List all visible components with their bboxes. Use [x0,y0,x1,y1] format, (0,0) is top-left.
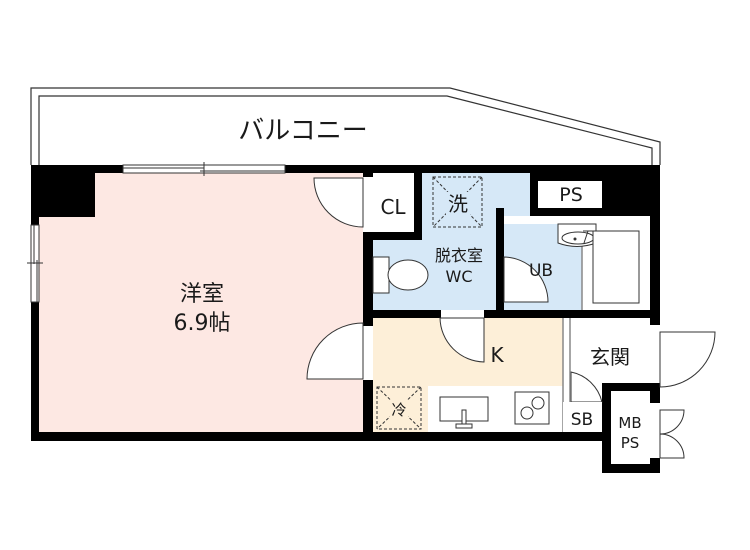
kitchen-label: K [490,343,504,367]
bathtub-icon [592,230,640,304]
unit-bath-door[interactable] [503,256,549,303]
sink-icon [439,396,489,429]
meter-box [611,391,650,464]
toilet-icon [372,256,429,294]
balcony-window [122,162,286,176]
washer-label: 洗 [448,192,468,216]
western-room-label: 洋室 [180,282,224,307]
stove-icon [514,391,550,425]
balcony-label: バルコニー [238,116,367,146]
side-window [27,224,43,303]
closet-area [373,173,414,232]
meter-box-sublabel: PS [621,434,640,452]
dressing-room-door[interactable] [439,310,485,363]
meter-box-doors[interactable] [650,403,685,459]
pipe-space-label: PS [559,184,583,206]
shoe-box-door[interactable] [570,371,603,403]
shoe-box-label: SB [571,410,593,430]
closet-label: CL [380,195,406,219]
dressing-room-label: 脱衣室 [435,246,483,265]
entrance-door[interactable] [650,325,716,388]
shoe-box [563,402,602,432]
meter-box-label: MB [618,414,641,432]
wc-label: WC [446,267,473,286]
western-room-size: 6.9帖 [174,311,231,336]
walls [31,165,660,473]
unit-bath-label: UB [529,261,553,281]
western-room [39,173,363,432]
western-room-door[interactable] [306,322,373,380]
balcony: バルコニー [30,87,661,165]
fridge-label: 冷 [391,401,406,419]
washbasin-icon [557,223,597,247]
closet-door[interactable] [313,177,372,232]
entrance-label: 玄関 [590,345,630,369]
pipe-space [538,181,602,208]
